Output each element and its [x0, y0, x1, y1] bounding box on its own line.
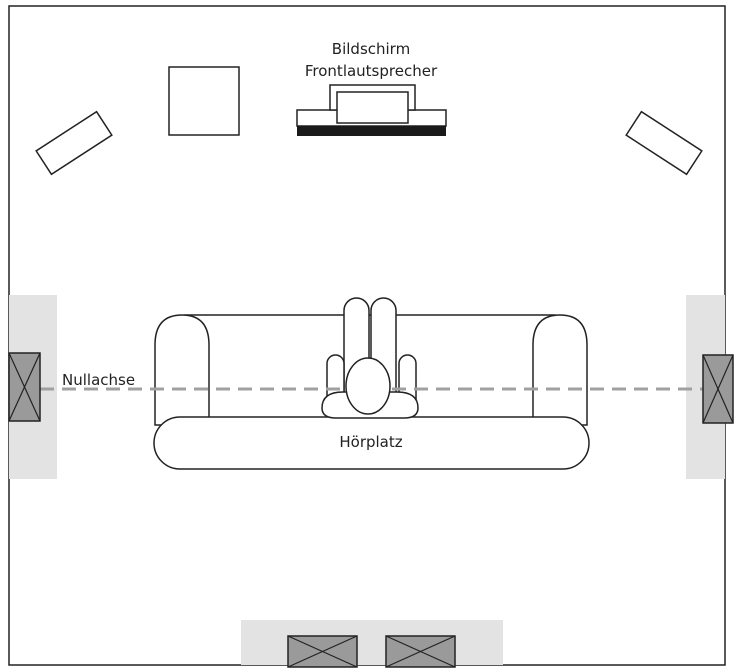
listening-position-label: Hörplatz [339, 433, 402, 451]
left-surround-speaker [8, 352, 41, 422]
listener-head [345, 357, 391, 415]
zero-axis-label: Nullachse [62, 371, 135, 389]
tv-base-bottom [297, 126, 446, 136]
right-surround-speaker [702, 354, 734, 424]
right-wide-speaker [625, 110, 703, 176]
front-speaker-label: Frontlautsprecher [305, 62, 438, 80]
sofa-left-arm [154, 314, 210, 426]
screen-and-center-speaker [296, 84, 447, 136]
rear-right-speaker [385, 635, 456, 668]
center-speaker-inner [336, 91, 409, 124]
rear-speaker-zone [241, 620, 503, 665]
rear-left-speaker [287, 635, 358, 668]
left-wide-speaker [35, 110, 113, 176]
front-left-speaker [168, 66, 240, 136]
screen-label: Bildschirm [332, 40, 410, 58]
sofa-right-arm [532, 314, 588, 426]
